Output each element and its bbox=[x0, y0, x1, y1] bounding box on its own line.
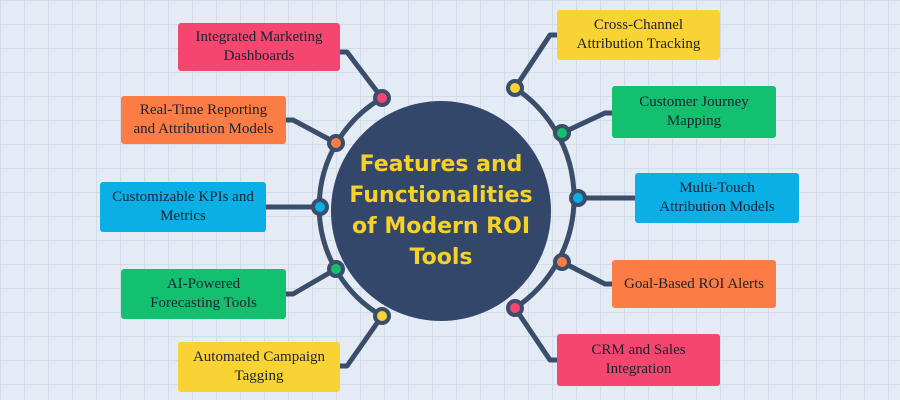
feature-label: Multi-Touch Attribution Models bbox=[659, 180, 775, 215]
connector-left-1 bbox=[340, 49, 384, 100]
connector-left-4 bbox=[286, 266, 338, 297]
node-left-2 bbox=[327, 134, 345, 152]
node-right-2 bbox=[553, 124, 571, 142]
feature-label: Goal-Based ROI Alerts bbox=[624, 275, 764, 292]
feature-label: Customizable KPIs and Metrics bbox=[112, 189, 254, 224]
connector-right-1 bbox=[512, 32, 557, 90]
feature-box-multi-touch-attribution: Multi-Touch Attribution Models bbox=[635, 173, 799, 223]
feature-label: Real-Time Reporting and Attribution Mode… bbox=[133, 102, 274, 137]
feature-box-crm-sales-integration: CRM and Sales Integration bbox=[557, 334, 720, 386]
feature-label: Customer Journey Mapping bbox=[639, 94, 749, 129]
node-right-3 bbox=[569, 189, 587, 207]
feature-label: Cross-Channel Attribution Tracking bbox=[576, 17, 701, 52]
center-title: Features and Functionalities of Modern R… bbox=[349, 152, 533, 270]
feature-label: Integrated Marketing Dashboards bbox=[195, 29, 323, 64]
node-left-3 bbox=[311, 198, 329, 216]
feature-label: AI-Powered Forecasting Tools bbox=[150, 276, 257, 311]
feature-box-real-time-reporting: Real-Time Reporting and Attribution Mode… bbox=[121, 96, 286, 144]
node-right-5 bbox=[506, 299, 524, 317]
connector-right-5 bbox=[512, 306, 557, 363]
connector-right-2 bbox=[560, 110, 612, 136]
feature-box-cross-channel-attribution: Cross-Channel Attribution Tracking bbox=[557, 10, 720, 60]
node-right-1 bbox=[506, 79, 524, 97]
feature-box-customizable-kpis: Customizable KPIs and Metrics bbox=[100, 182, 266, 232]
connector-left-5 bbox=[340, 314, 385, 369]
feature-box-integrated-marketing-dashboards: Integrated Marketing Dashboards bbox=[178, 23, 340, 71]
node-left-5 bbox=[373, 307, 391, 325]
feature-box-automated-campaign-tagging: Automated Campaign Tagging bbox=[178, 342, 340, 392]
feature-label: Automated Campaign Tagging bbox=[192, 349, 326, 384]
center-topic: Features and Functionalities of Modern R… bbox=[331, 101, 551, 321]
node-right-4 bbox=[553, 253, 571, 271]
connector-right-4 bbox=[560, 259, 612, 287]
node-left-1 bbox=[373, 89, 391, 107]
feature-label: CRM and Sales Integration bbox=[591, 342, 686, 377]
node-left-4 bbox=[327, 260, 345, 278]
connector-left-2 bbox=[286, 117, 338, 146]
feature-box-goal-based-roi-alerts: Goal-Based ROI Alerts bbox=[612, 260, 776, 308]
feature-box-ai-powered-forecasting: AI-Powered Forecasting Tools bbox=[121, 269, 286, 319]
feature-box-customer-journey-mapping: Customer Journey Mapping bbox=[612, 86, 776, 138]
